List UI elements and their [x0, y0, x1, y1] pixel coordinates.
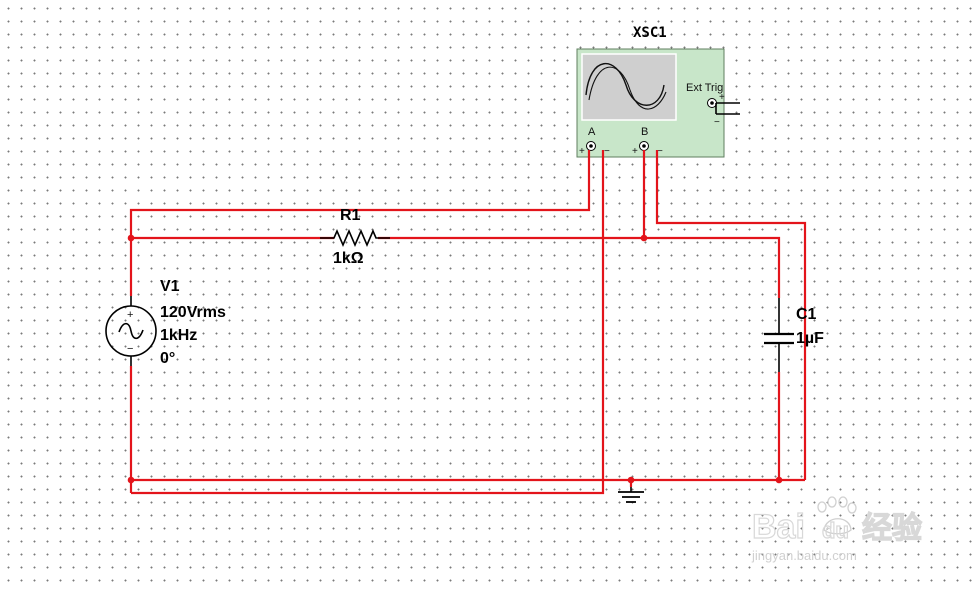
junctions — [127, 234, 783, 484]
ext-trig-terminal[interactable] — [707, 98, 741, 115]
channel-b-terminal[interactable] — [639, 141, 649, 151]
channel-b-label: B — [641, 126, 648, 138]
source-name-label: V1 — [160, 278, 180, 295]
sine-wave-trace-icon — [588, 66, 667, 110]
wire-channel-a-positive[interactable] — [129, 150, 591, 238]
channel-b-plus-sign: + — [632, 146, 638, 157]
capacitor-name-label: C1 — [796, 306, 817, 323]
ext-trig-label: Ext Trig — [686, 82, 723, 94]
source-plus-sign: + — [127, 309, 133, 321]
source-voltage-label: 120Vrms — [160, 304, 226, 321]
ext-trig-minus-sign: − — [714, 117, 720, 128]
wire-resistor-to-capacitor[interactable] — [378, 236, 781, 298]
resistor-value-label: 1kΩ — [333, 250, 364, 267]
resistor-name-label: R1 — [340, 207, 361, 224]
capacitor-value-label: 1µF — [796, 330, 824, 347]
resistor-symbol[interactable] — [320, 228, 390, 248]
sine-wave-icon — [585, 63, 665, 106]
channel-a-terminal[interactable] — [586, 141, 596, 151]
baidu-watermark: Bai du 经验 jingyan.baidu.com — [751, 496, 923, 563]
oscilloscope-xsc1[interactable]: XSC1 Ext Trig + − A B + − + − — [576, 25, 741, 158]
junction-dot — [775, 476, 783, 484]
junction-dot — [127, 234, 135, 242]
watermark-url: jingyan.baidu.com — [751, 548, 857, 563]
source-minus-sign: − — [127, 343, 133, 355]
paw-logo-icon — [817, 496, 857, 535]
capacitor-c1[interactable]: C1 1µF — [764, 298, 824, 372]
channel-a-plus-sign: + — [579, 146, 585, 157]
junction-dot — [627, 476, 635, 484]
source-phase-label: 0° — [160, 350, 175, 367]
wire-channel-b-negative[interactable] — [655, 150, 807, 480]
wire-channel-a-negative[interactable] — [131, 150, 605, 495]
ac-source-v1[interactable]: + − V1 120Vrms 1kHz 0° — [105, 278, 226, 367]
watermark-brand-tail: du — [822, 518, 849, 543]
ac-source-symbol[interactable] — [105, 305, 157, 357]
junction-dot — [127, 476, 135, 484]
junction-dot — [640, 234, 648, 242]
watermark-brand: Bai — [752, 508, 805, 546]
channel-a-minus-sign: − — [604, 146, 610, 157]
ac-sine-icon — [118, 322, 144, 340]
wires — [129, 150, 807, 495]
channel-b-minus-sign: − — [657, 146, 663, 157]
watermark-product: 经验 — [862, 511, 922, 545]
source-frequency-label: 1kHz — [160, 327, 197, 344]
ground-symbol[interactable] — [618, 487, 644, 503]
channel-a-label: A — [588, 126, 596, 138]
oscilloscope-name-label: XSC1 — [633, 25, 667, 41]
resistor-r1[interactable]: R1 1kΩ — [320, 207, 390, 267]
ext-trig-plus-sign: + — [719, 92, 725, 103]
